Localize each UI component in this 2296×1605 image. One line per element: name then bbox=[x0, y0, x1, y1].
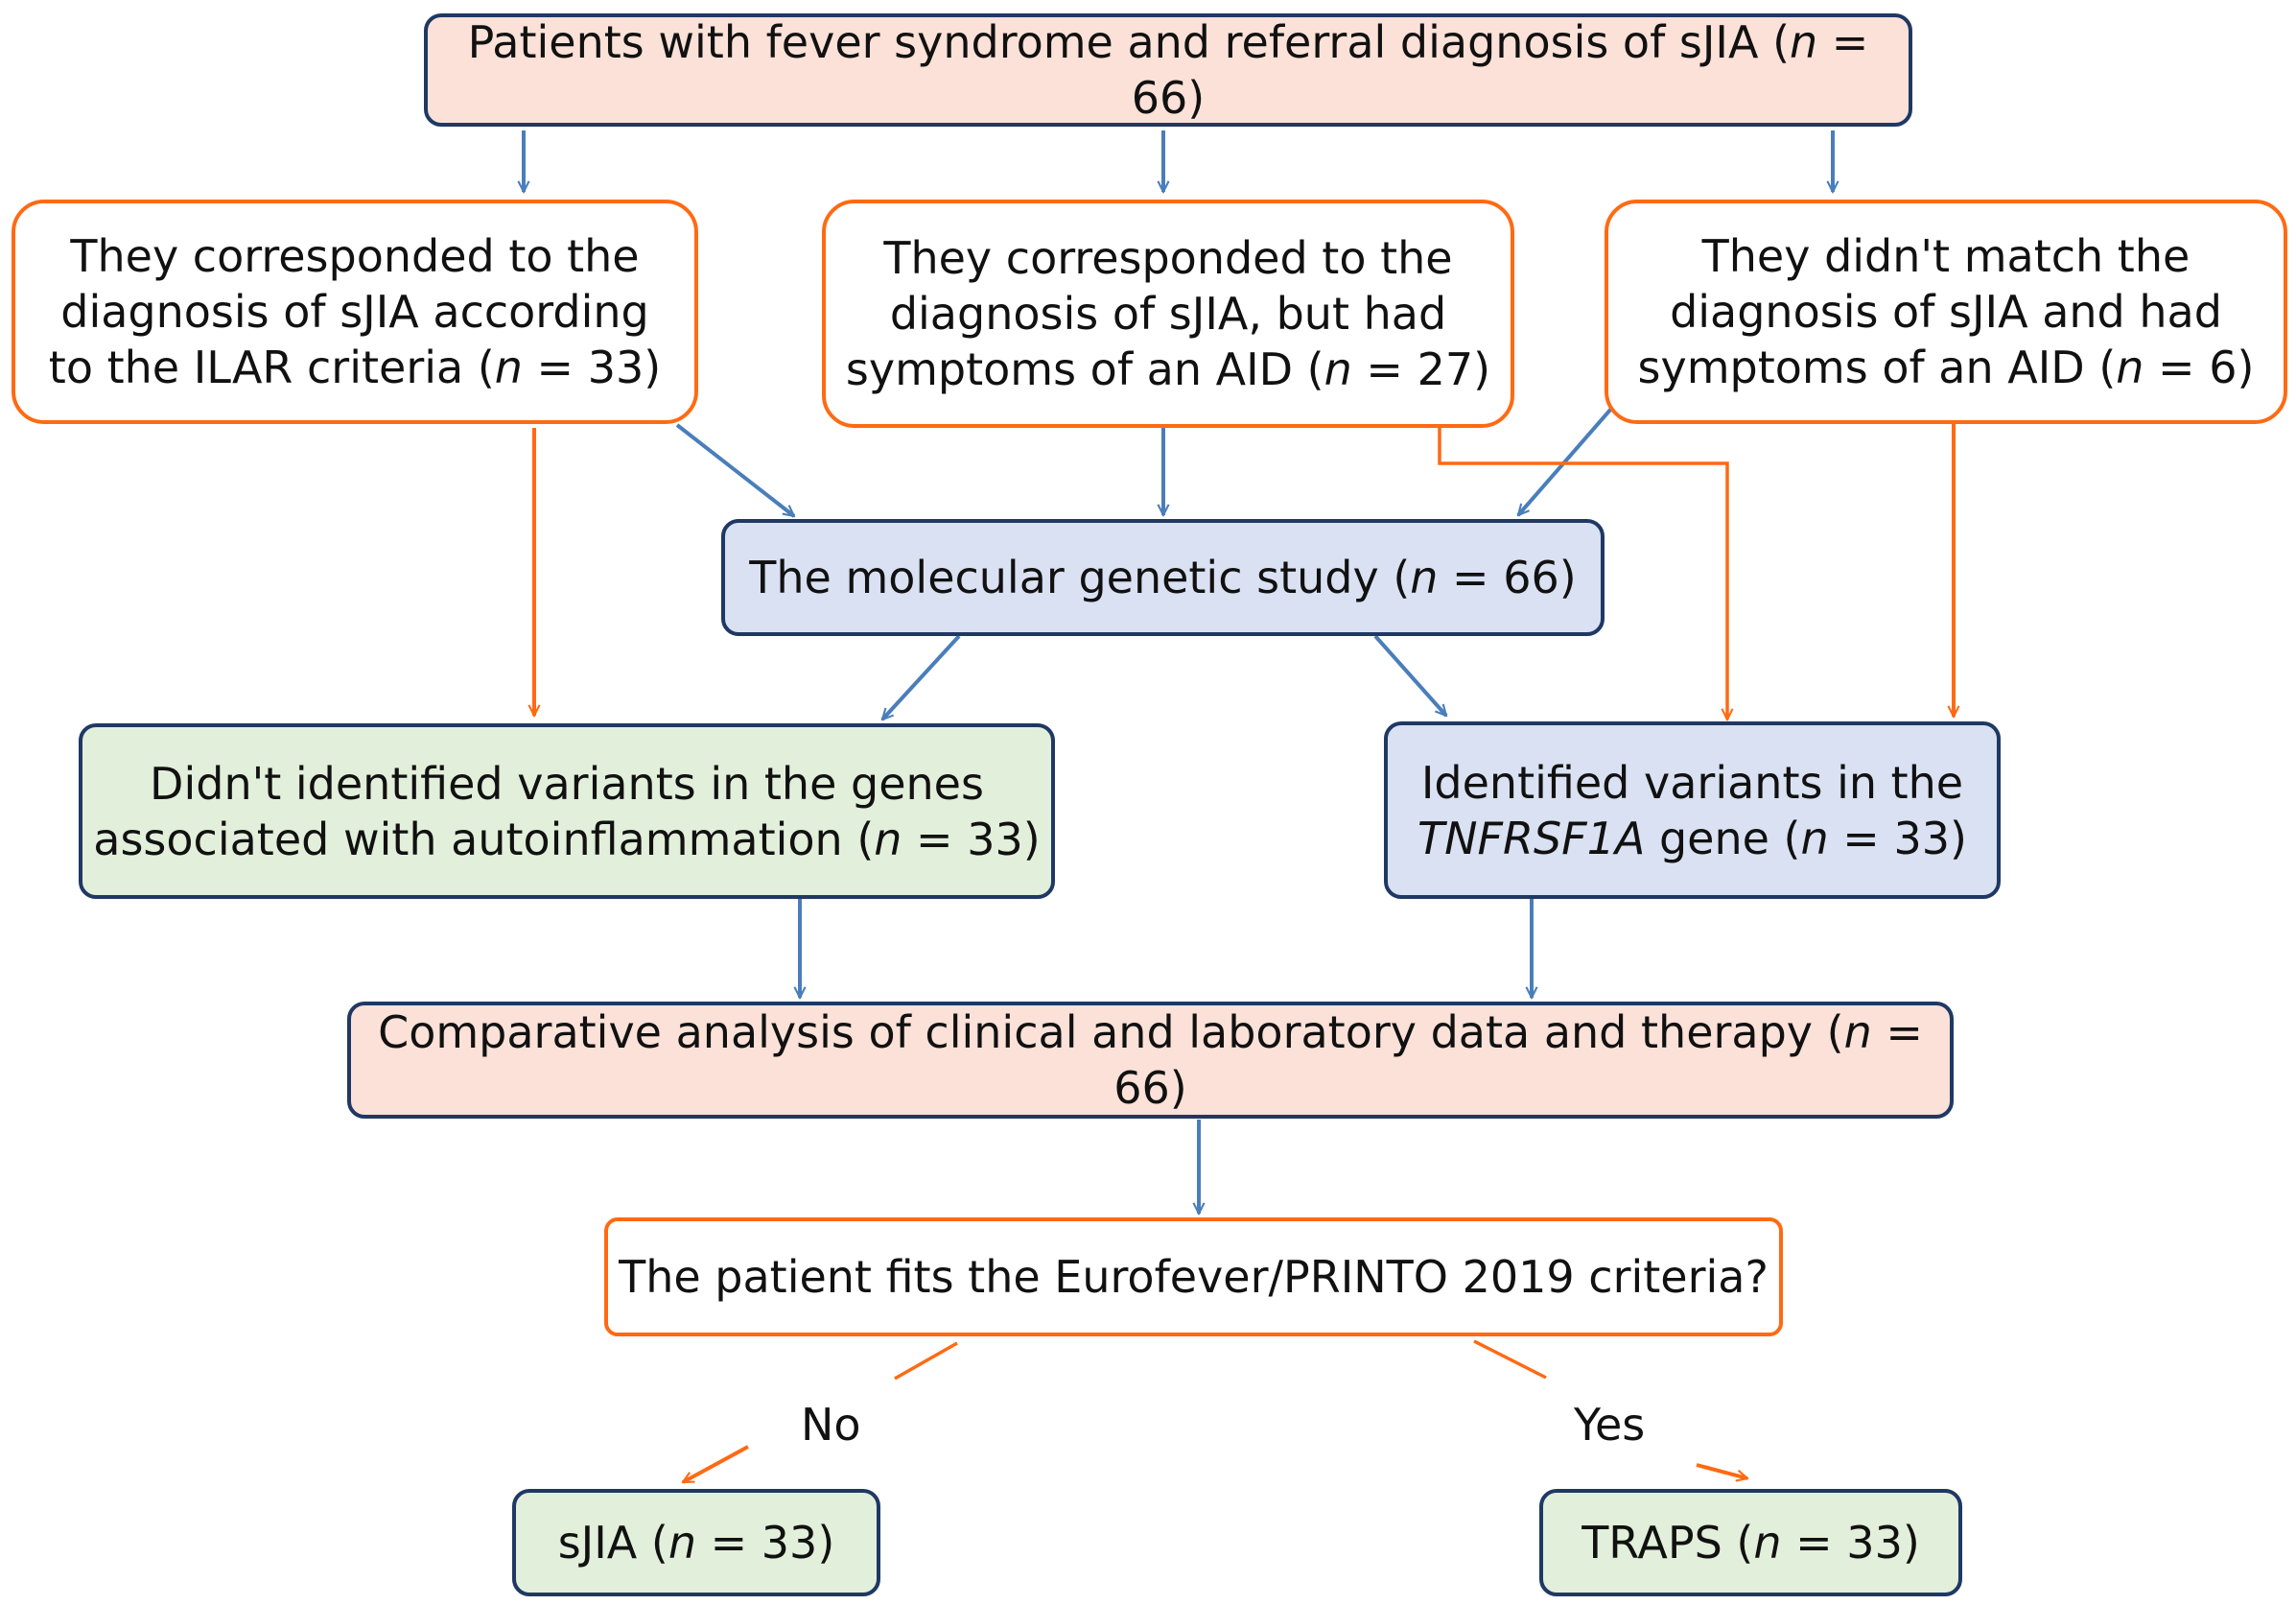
genetic-study-label: The molecular genetic study (n = 66) bbox=[749, 552, 1577, 603]
node-comparative-analysis: Comparative analysis of clinical and lab… bbox=[347, 1002, 1954, 1119]
edge-label-no: No bbox=[801, 1399, 861, 1451]
node-eurofever-printo-question: The patient fits the Eurofever/PRINTO 20… bbox=[604, 1217, 1783, 1336]
arrow-middle-group-to-variants bbox=[1438, 428, 1727, 720]
outcome-sjia-label: sJIA (n = 33) bbox=[557, 1517, 835, 1569]
arrow-left-group-to-genetic bbox=[675, 423, 794, 518]
arrow-genetic-to-variants bbox=[1373, 634, 1446, 716]
node-outcome-traps: TRAPS (n = 33) bbox=[1539, 1489, 1962, 1596]
arrow-no-to-sjia bbox=[683, 1445, 749, 1484]
node-tnfrsf1a-variants: Identified variants in the TNFRSF1A gene… bbox=[1384, 721, 2001, 899]
node-molecular-genetic-study: The molecular genetic study (n = 66) bbox=[721, 519, 1605, 636]
node-not-sjia-with-aid: They didn't match the diagnosis of sJIA … bbox=[1605, 200, 2287, 424]
top-node-referred-patients: Patients with fever syndrome and referra… bbox=[424, 13, 1912, 127]
arrow-genetic-to-no-variants bbox=[882, 634, 961, 720]
node-outcome-sjia: sJIA (n = 33) bbox=[512, 1489, 880, 1596]
question-label: The patient fits the Eurofever/PRINTO 20… bbox=[619, 1251, 1769, 1303]
tnfrsf1a-variants-text: Identified variants in the TNFRSF1A gene… bbox=[1417, 756, 1967, 864]
node-no-variants-identified: Didn't identified variants in the genes … bbox=[79, 723, 1055, 899]
node-sjia-with-aid-text: They corresponded to the diagnosis of sJ… bbox=[845, 232, 1491, 395]
node-not-sjia-text: They didn't match the diagnosis of sJIA … bbox=[1637, 230, 2255, 393]
edge-label-yes: Yes bbox=[1574, 1399, 1646, 1451]
no-variants-text: Didn't identified variants in the genes … bbox=[93, 757, 1041, 865]
outcome-traps-label: TRAPS (n = 33) bbox=[1581, 1517, 1920, 1569]
node-ilar-criteria-group: They corresponded to the diagnosis of sJ… bbox=[12, 200, 698, 424]
comparative-label: Comparative analysis of clinical and lab… bbox=[378, 1006, 1923, 1114]
arrow-yes-segment bbox=[1473, 1339, 1547, 1380]
node-sjia-with-aid-symptoms: They corresponded to the diagnosis of sJ… bbox=[822, 200, 1514, 428]
top-node-label: Patients with fever syndrome and referra… bbox=[467, 16, 1869, 124]
arrow-yes-to-traps bbox=[1696, 1463, 1747, 1478]
node-ilar-criteria-text: They corresponded to the diagnosis of sJ… bbox=[48, 230, 662, 393]
arrow-no-segment bbox=[894, 1341, 958, 1381]
